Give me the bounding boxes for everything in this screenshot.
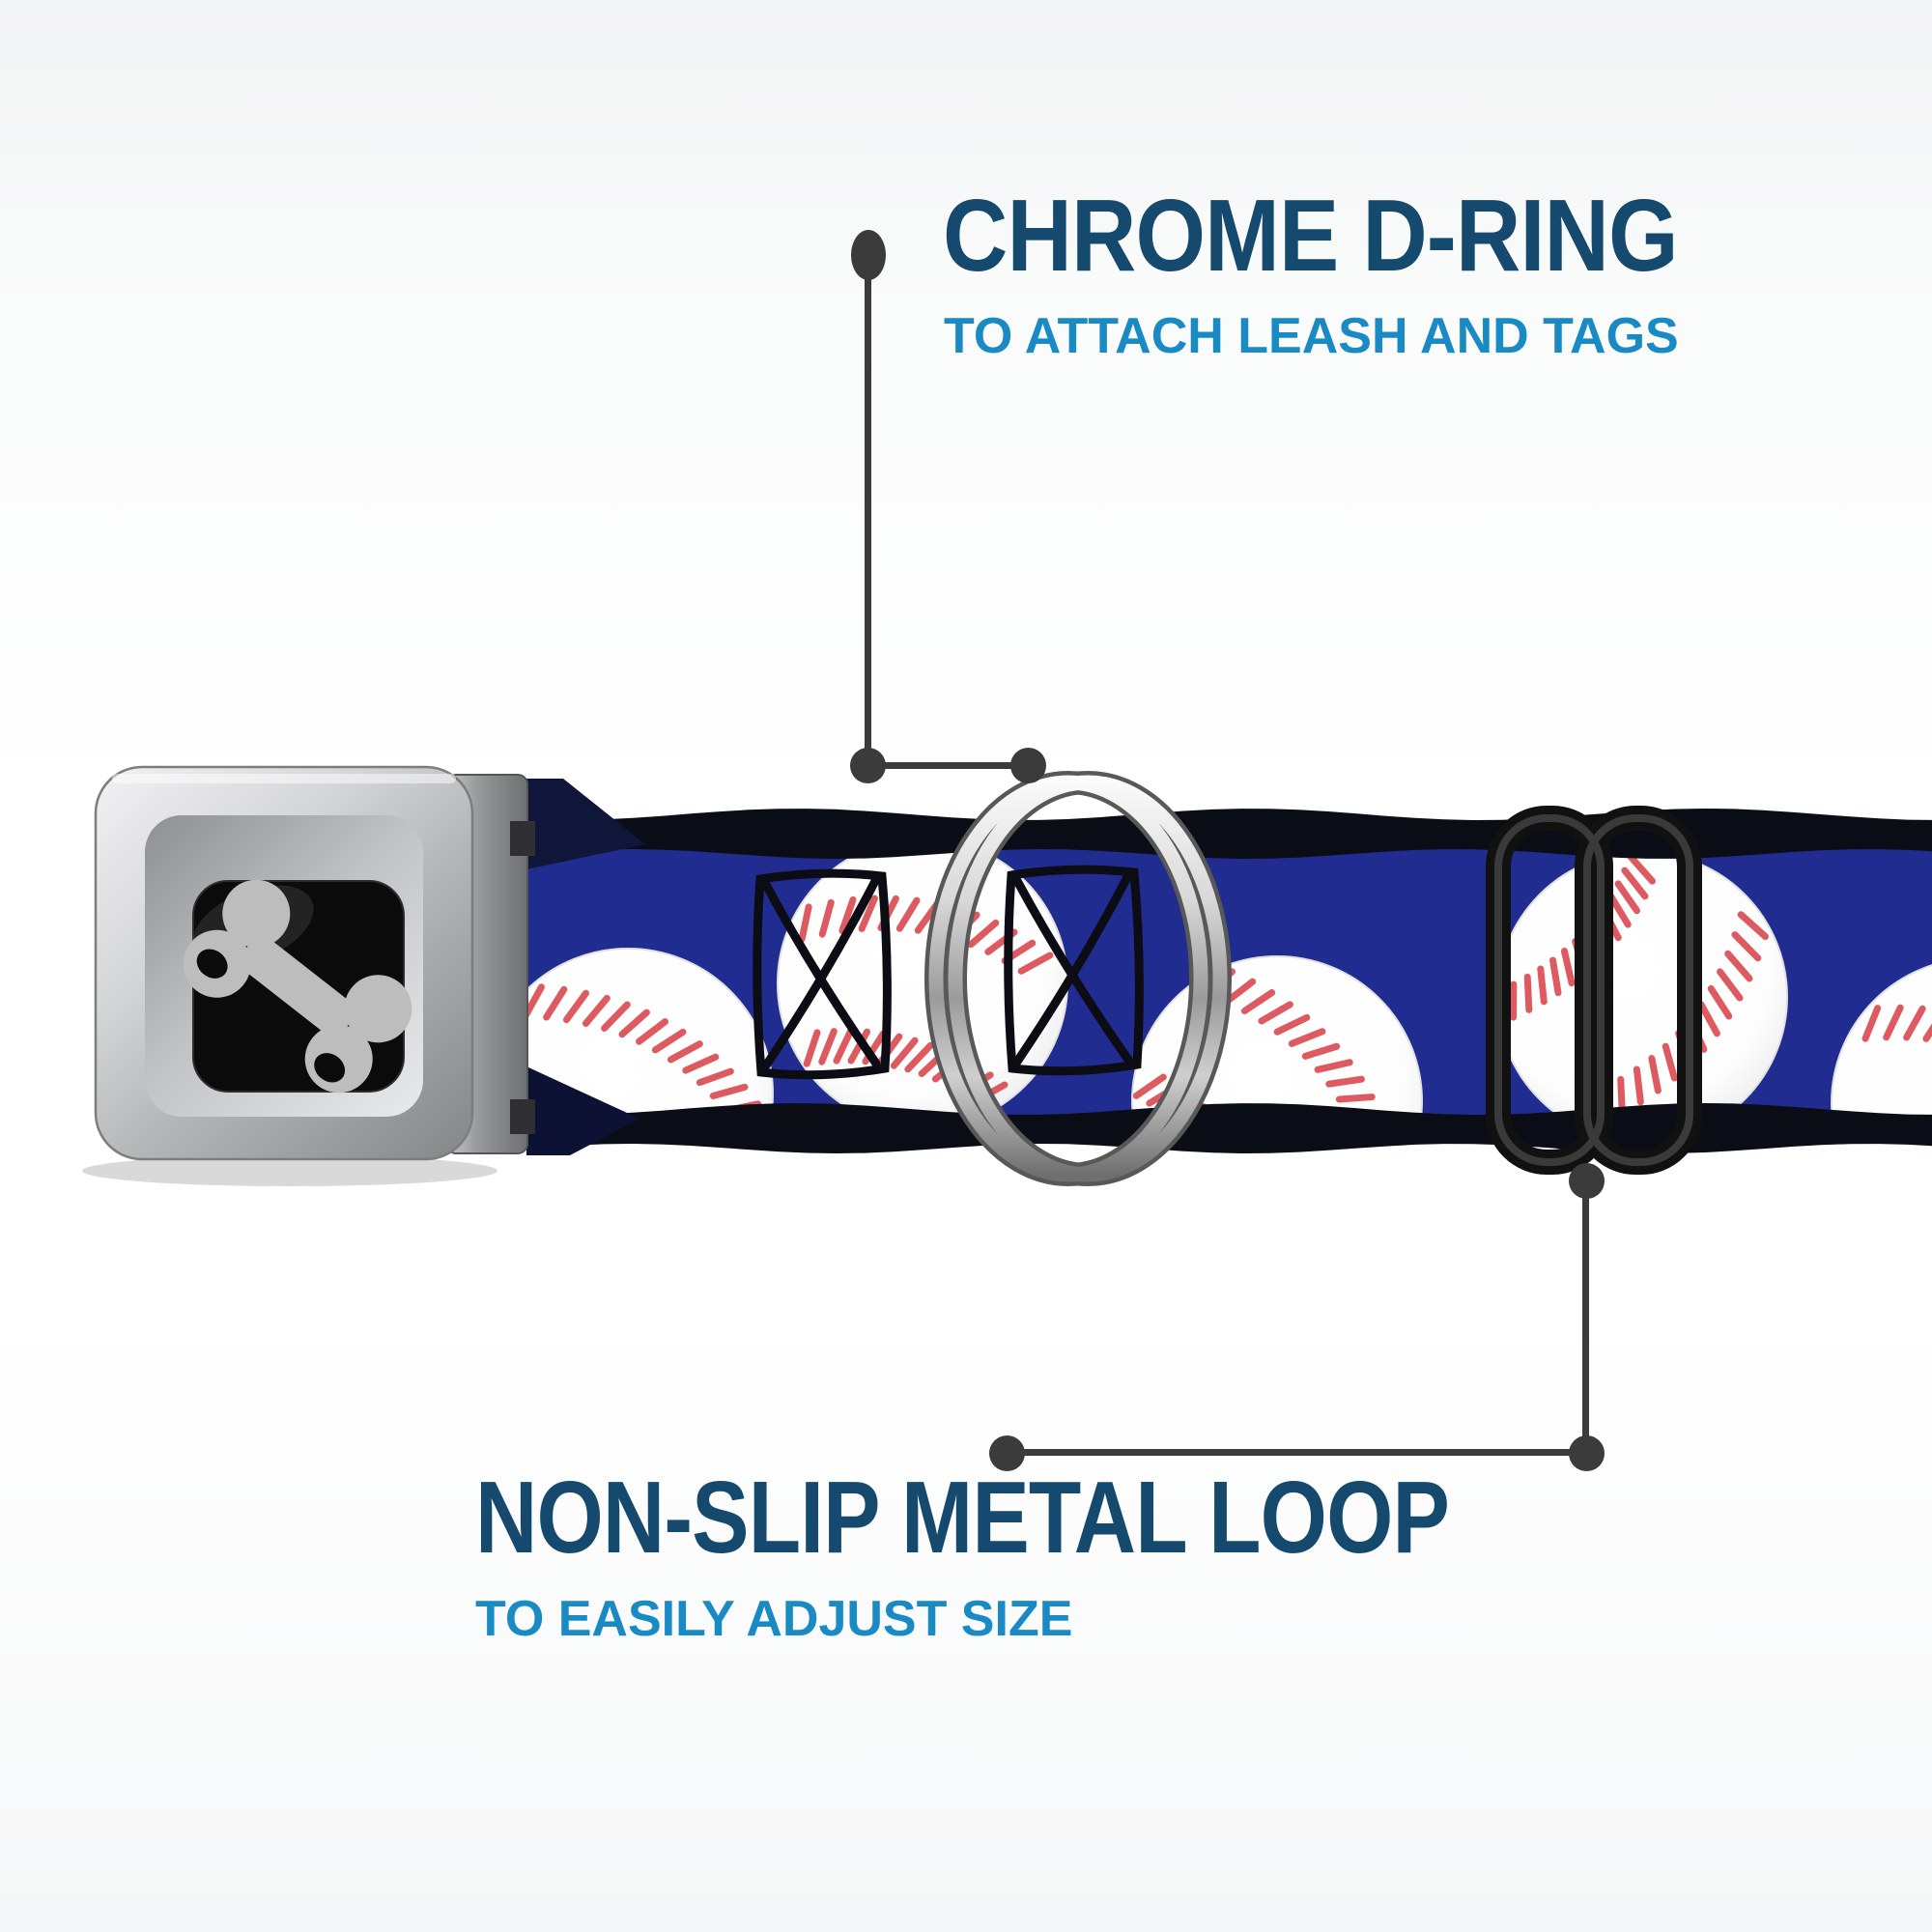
metal-loop-slider: [1486, 806, 1702, 1175]
latch-hook-bottom: [510, 1099, 535, 1134]
leader-line-horizontal: [1007, 1449, 1586, 1456]
latch-hook-top: [510, 821, 535, 856]
webbing-fold-top: [526, 779, 645, 869]
callout-dot: [851, 230, 886, 280]
stitch-box: [753, 868, 892, 1080]
baseball-graphic: [488, 948, 774, 1122]
leader-line-vertical: [865, 276, 871, 750]
callout-dot: [1569, 1163, 1605, 1199]
baseball-graphic: [1831, 964, 1932, 1122]
chrome-d-ring: [924, 771, 1232, 1186]
callout-subtitle-d-ring: TO ATTACH LEASH AND TAGS: [944, 308, 1679, 364]
seatbelt-buckle: [82, 765, 535, 1186]
buckle-top-highlight: [112, 774, 456, 783]
callout-title-metal-loop: NON-SLIP METAL LOOP: [475, 1461, 1450, 1575]
callout-title-d-ring: CHROME D-RING: [943, 179, 1679, 293]
box-stitching: [753, 865, 1144, 1080]
strap-top-edge: [488, 809, 1932, 859]
callout-dot: [989, 1435, 1025, 1471]
leader-line-horizontal: [867, 762, 1028, 769]
webbing-fold-bottom: [526, 1066, 639, 1155]
strap-bottom-edge: [488, 1103, 1932, 1153]
leader-line-vertical: [1582, 1194, 1589, 1453]
buckle-shadow: [82, 1155, 497, 1186]
dog-bone-icon: [183, 879, 412, 1094]
callout-subtitle-metal-loop: TO EASILY ADJUST SIZE: [475, 1591, 1073, 1647]
baseball-graphic: [777, 840, 1068, 1122]
stitch-box: [1004, 865, 1144, 1076]
baseball-pattern: [488, 840, 1932, 1122]
callout-dot: [1010, 748, 1046, 783]
